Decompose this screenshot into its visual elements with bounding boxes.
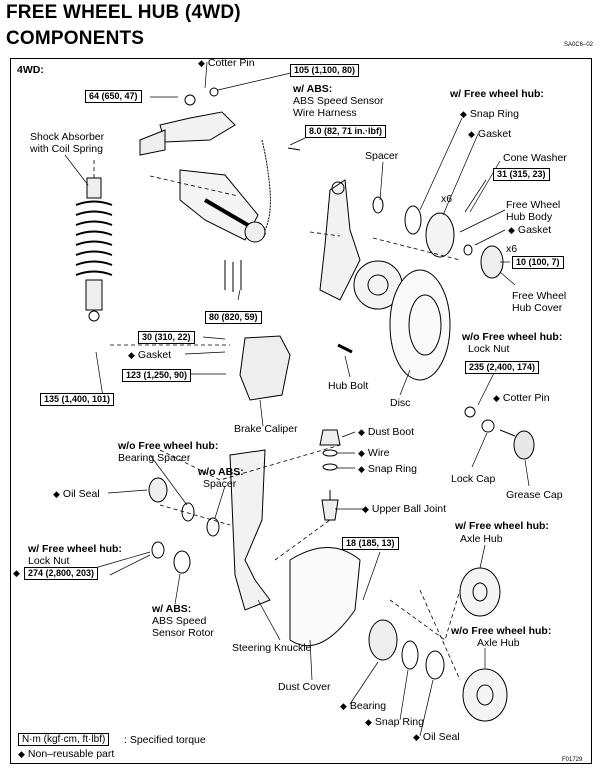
diamond-icon: ◆ [358, 448, 365, 458]
diamond-icon: ◆ [508, 225, 515, 235]
label-x6-b: x6 [506, 243, 518, 255]
label-wo-fwh-3: w/o Free wheel hub: [451, 625, 552, 637]
label-hub-bolt: Hub Bolt [328, 380, 369, 392]
diamond-icon: ◆ [493, 393, 500, 403]
label-lock-cap: Lock Cap [451, 473, 496, 485]
label-fwh-body-2: Hub Body [506, 211, 553, 223]
label-shock-2: with Coil Spring [30, 143, 103, 155]
page-subtitle: COMPONENTS [6, 28, 145, 49]
label-x6-a: x6 [441, 193, 453, 205]
label-w-fwh-3: w/ Free wheel hub: [28, 543, 122, 555]
torque-105: 105 (1,100, 80) [290, 64, 360, 77]
label-w-abs: w/ ABS: [293, 83, 333, 95]
label-bearing: ◆Bearing [340, 700, 387, 712]
torque-8: 8.0 (82, 71 in.·lbf) [305, 125, 387, 138]
figure-code-top: SA0C6–02 [564, 42, 594, 48]
torque-18: 18 (185, 13) [342, 537, 399, 550]
label-cotter-pin-right: ◆Cotter Pin [493, 392, 550, 404]
torque-235: 235 (2,400, 174) [465, 361, 540, 374]
diamond-icon: ◆ [53, 489, 60, 499]
label-wire: ◆Wire [358, 447, 390, 459]
label-cotter-pin-top: ◆Cotter Pin [198, 57, 255, 69]
legend-torque-desc: : Specified torque [124, 734, 206, 746]
label-shock-1: Shock Absorber [30, 131, 105, 143]
diamond-icon: ◆ [198, 58, 205, 68]
label-abs-harness-1: ABS Speed Sensor [293, 95, 384, 107]
label-cone-washer: Cone Washer [503, 152, 567, 164]
label-w-fwh: w/ Free wheel hub: [450, 88, 544, 100]
label-fwh-body-1: Free Wheel [506, 199, 561, 211]
torque-123: 123 (1,250, 90) [122, 369, 192, 382]
diamond-icon: ◆ [460, 109, 467, 119]
label-fwh-cover-1: Free Wheel [512, 290, 567, 302]
label-spacer-2: Spacer [203, 478, 237, 490]
diamond-icon: ◆ [18, 749, 25, 759]
label-gasket-top: ◆Gasket [468, 128, 512, 140]
diamond-icon: ◆ [365, 717, 372, 727]
page-title: FREE WHEEL HUB (4WD) [6, 2, 241, 23]
label-upper-ball-joint: ◆Upper Ball Joint [362, 503, 447, 515]
diamond-icon: ◆ [362, 504, 369, 514]
diamond-icon: ◆ [358, 427, 365, 437]
label-abs-rotor-2: Sensor Rotor [152, 627, 214, 639]
label-bearing-spacer: Bearing Spacer [118, 452, 191, 464]
diamond-icon: ◆ [413, 732, 420, 742]
label-steering-knuckle: Steering Knuckle [232, 642, 312, 654]
label-gasket-2: ◆Gasket [508, 224, 552, 236]
label-snap-ring-mid: ◆Snap Ring [358, 463, 417, 475]
label-axle-hub-2: Axle Hub [477, 637, 520, 649]
label-w-abs-2: w/ ABS: [152, 603, 192, 615]
label-disc: Disc [390, 397, 411, 409]
section-label: 4WD: [17, 64, 44, 76]
torque-64: 64 (650, 47) [85, 90, 142, 103]
diagram-frame [10, 58, 592, 764]
label-fwh-cover-2: Hub Cover [512, 302, 563, 314]
label-snap-ring-bot: ◆Snap Ring [365, 716, 424, 728]
label-grease-cap: Grease Cap [506, 489, 563, 501]
legend-nonreusable: ◆Non–reusable part [18, 748, 115, 760]
torque-30: 30 (310, 22) [138, 331, 195, 344]
label-abs-harness-2: Wire Harness [293, 107, 357, 119]
label-wo-fwh-2: w/o Free wheel hub: [118, 440, 219, 452]
label-gasket-left: ◆Gasket [128, 349, 172, 361]
torque-274: 274 (2,800, 203) [24, 567, 99, 580]
torque-135: 135 (1,400, 101) [40, 393, 115, 406]
diamond-icon: ◆ [128, 350, 135, 360]
label-oil-seal-bot: ◆Oil Seal [413, 731, 460, 743]
diamond-icon: ◆ [358, 464, 365, 474]
label-wo-abs: w/o ABS: [198, 466, 244, 478]
label-lock-nut-2: Lock Nut [28, 555, 70, 567]
label-wo-fwh: w/o Free wheel hub: [462, 331, 563, 343]
label-dust-cover: Dust Cover [278, 681, 331, 693]
label-snap-ring-top: ◆Snap Ring [460, 108, 519, 120]
torque-80: 80 (820, 59) [205, 311, 262, 324]
torque-31: 31 (315, 23) [493, 168, 550, 181]
label-dust-boot: ◆Dust Boot [358, 426, 415, 438]
label-brake-caliper: Brake Caliper [234, 423, 298, 435]
figure-code-bottom: F01729 [562, 757, 583, 763]
diamond-icon: ◆ [13, 568, 20, 578]
label-spacer: Spacer [365, 150, 399, 162]
diamond-icon: ◆ [340, 701, 347, 711]
label-w-fwh-2: w/ Free wheel hub: [455, 520, 549, 532]
label-axle-hub: Axle Hub [460, 533, 503, 545]
diamond-icon: ◆ [468, 129, 475, 139]
label-lock-nut: Lock Nut [468, 343, 510, 355]
torque-10: 10 (100, 7) [512, 256, 564, 269]
label-oil-seal-left: ◆Oil Seal [53, 488, 100, 500]
label-abs-rotor-1: ABS Speed [152, 615, 207, 627]
legend-torque-box: N·m (kgf·cm, ft·lbf) [18, 733, 110, 746]
